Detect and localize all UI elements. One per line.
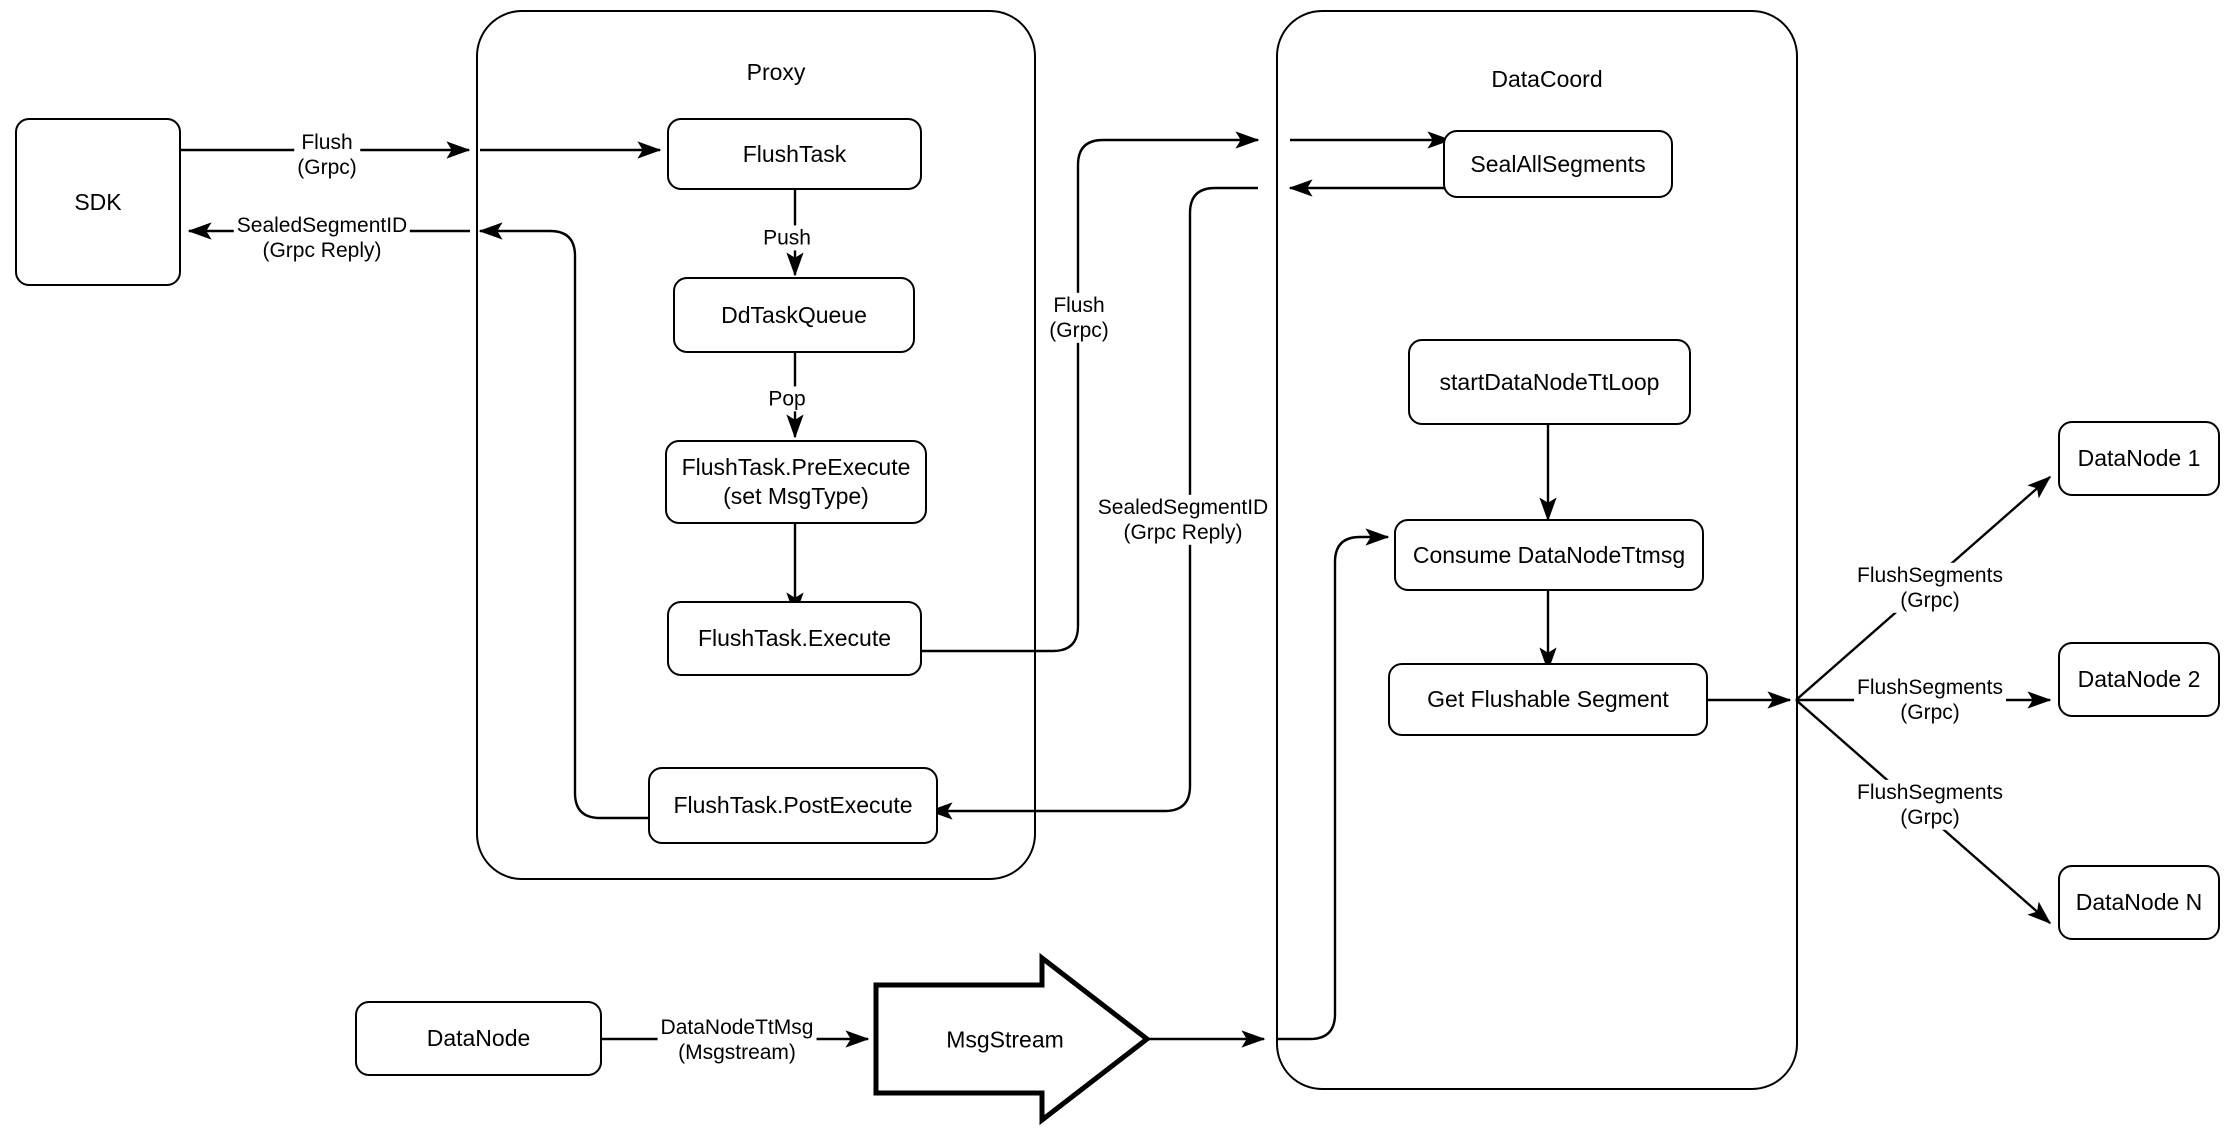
edge-label-flush-segments-1: FlushSegments (Grpc) [1854,562,2006,614]
node-consume-datanode-ttmsg[interactable]: Consume DataNodeTtmsg [1394,519,1704,591]
edge-label-flush-segments-n: FlushSegments (Grpc) [1854,779,2006,831]
container-proxy [476,10,1036,880]
node-start-datanode-tt-loop[interactable]: startDataNodeTtLoop [1408,339,1691,425]
container-datacoord [1276,10,1798,1090]
node-datanode-n[interactable]: DataNode N [2058,865,2220,940]
node-flush-task[interactable]: FlushTask [667,118,922,190]
edge-label-sdk-to-proxy: Flush (Grpc) [294,129,360,181]
node-flush-task-preexecute[interactable]: FlushTask.PreExecute (set MsgType) [665,440,927,524]
node-sdk[interactable]: SDK [15,118,181,286]
node-datanode-2[interactable]: DataNode 2 [2058,642,2220,717]
container-proxy-title: Proxy [746,59,806,85]
edge-label-flush-segments-2: FlushSegments (Grpc) [1854,674,2006,726]
node-datanode-source[interactable]: DataNode [355,1001,602,1076]
edge-label-datacoord-to-proxy: SealedSegmentID (Grpc Reply) [1094,494,1272,546]
node-flush-task-execute[interactable]: FlushTask.Execute [667,601,922,676]
edge-label-pop: Pop [765,386,809,412]
node-seal-all-segments[interactable]: SealAllSegments [1443,130,1673,198]
edge-label-proxy-to-sdk: SealedSegmentID (Grpc Reply) [233,212,411,264]
container-datacoord-title: DataCoord [1491,66,1603,92]
edge-label-datanode-ttmsg: DataNodeTtMsg (Msgstream) [657,1014,817,1066]
node-datanode-1[interactable]: DataNode 1 [2058,421,2220,496]
node-get-flushable-segment[interactable]: Get Flushable Segment [1388,663,1708,736]
node-flush-task-postexecute[interactable]: FlushTask.PostExecute [648,767,938,844]
edge-label-proxy-to-datacoord: Flush (Grpc) [1046,292,1112,344]
node-dd-task-queue[interactable]: DdTaskQueue [673,277,915,353]
node-msgstream-label[interactable]: MsgStream [946,1026,1064,1053]
edge-label-push: Push [760,225,814,251]
